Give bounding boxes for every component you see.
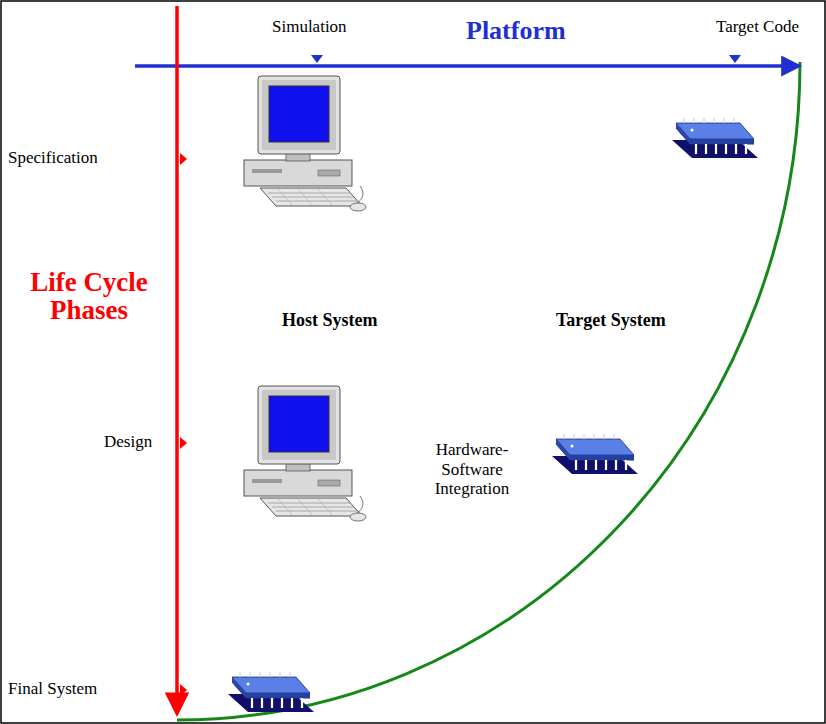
phase-label: Design (104, 432, 152, 452)
axis-tick (180, 684, 187, 696)
column-heading: Target System (556, 310, 666, 331)
trajectory-curve (177, 62, 800, 720)
target-chip-icon (228, 672, 314, 712)
axis-tick (180, 437, 187, 449)
phase-label: Final System (8, 679, 97, 699)
axis-tick (180, 153, 187, 165)
axis-label: Simulation (272, 17, 347, 37)
axis-title: Life Cycle Phases (8, 268, 170, 325)
axis-label: Target Code (716, 17, 799, 37)
axis-tick (311, 55, 323, 63)
integration-label: Hardware- Software Integration (422, 440, 522, 499)
axis-tick (729, 55, 741, 63)
host-computer-icon (244, 76, 366, 211)
target-chip-icon (552, 434, 638, 474)
axis-title: Platform (466, 16, 566, 46)
target-chip-icon (672, 118, 758, 158)
column-heading: Host System (282, 310, 378, 331)
host-computer-icon (244, 386, 366, 521)
life-cycle-axis (175, 6, 179, 712)
platform-axis (135, 64, 798, 68)
phase-label: Specification (8, 148, 98, 168)
